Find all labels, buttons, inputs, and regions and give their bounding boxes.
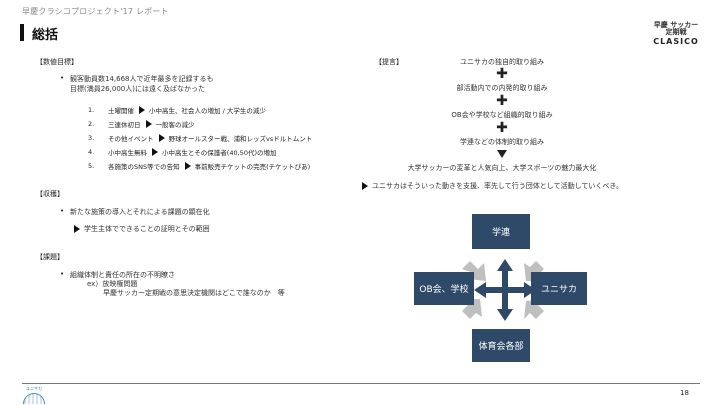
footer-logo-text: ユニサカ: [26, 386, 42, 391]
plus-icon: ✚: [496, 120, 508, 136]
list-item: 1. 土曜開催 小中高生、社会人の増加 / 大学生の減少: [88, 103, 312, 117]
section-heading-proposal: 【提言】: [375, 58, 403, 66]
list-item-result: 事前販売チケットの完売(チケットぴあ): [194, 163, 311, 171]
arrow-right-icon: [362, 182, 368, 190]
node-gakuren: 学連: [472, 214, 530, 249]
unisaka-logo: ユニサカ: [22, 386, 46, 404]
node-club-teams: 体育会各部: [472, 329, 530, 362]
arrow-right-icon: [74, 225, 80, 233]
list-item-result: 一般客の減少: [155, 121, 195, 129]
arrow-right-icon: [158, 134, 165, 142]
bullet-dot: •: [60, 74, 65, 82]
issues-example: ex）放映権問題: [87, 280, 138, 288]
targets-bullet-line1: 観客動員数14,668人で近年最多を記録するも: [70, 75, 214, 83]
section-heading-targets: 【数値目標】: [36, 58, 78, 66]
conclusion-text: ユニサカはそういった動きを支援、率先して行う団体として活動していくべき。: [372, 182, 624, 190]
list-item: 4. 小中高生無料 小中高生とその保護者(40,50代)の増加: [88, 145, 312, 159]
report-subtitle: 早慶クラシコプロジェクト'17 レポート: [22, 7, 169, 16]
flow-result: 大学サッカーの変革と人気向上、大学スポーツの魅力最大化: [407, 164, 597, 172]
relationship-arrows: [462, 259, 544, 321]
list-item-number: 3.: [88, 134, 95, 142]
list-item-result: 野球オールスター戦、浦和レッズvsドルトムント: [168, 135, 313, 143]
arrow-right-icon: [145, 120, 152, 128]
logo-top-text: 早慶 サッカー定期戦: [653, 21, 699, 36]
page-title: 総括: [32, 28, 59, 43]
section-heading-gains: 【収穫】: [36, 190, 64, 198]
node-unisaka: ユニサカ: [531, 272, 587, 305]
issues-bullet-text: 組織体制と責任の所在の不明瞭さ: [70, 271, 175, 279]
bullet-dot: •: [60, 207, 65, 215]
title-accent-bar: [20, 24, 24, 41]
flow-step-3: OB会や学校など組織的取り組み: [451, 111, 553, 119]
list-item: 3. その他イベント 野球オールスター戦、浦和レッズvsドルトムント: [88, 131, 312, 145]
list-item-factor: 土曜開催: [108, 107, 134, 115]
targets-bullet-line2: 目標(満員26,000人)には遠く及ばなかった: [70, 85, 205, 93]
list-item-number: 4.: [88, 148, 95, 156]
cross-arrow-icon: [474, 259, 536, 321]
conclusion: ユニサカはそういった動きを支援、率先して行う団体として活動していくべき。: [362, 181, 623, 191]
list-item: 2. 三連休初日 一般客の減少: [88, 117, 312, 131]
arrow-right-icon: [139, 106, 145, 114]
gains-bullet-text: 新たな施策の導入とそれによる課題の顕在化: [70, 208, 210, 216]
arrow-down-icon: [497, 150, 507, 158]
list-item-result: 小中高生、社会人の増加 / 大学生の減少: [149, 107, 266, 115]
node-ob-school: OB会、学校: [414, 272, 474, 305]
list-item: 5. 各施策のSNS等での告知 事前販売チケットの完売(チケットぴあ): [88, 159, 312, 173]
list-item-number: 2.: [88, 120, 95, 128]
arrow-right-icon: [152, 148, 158, 156]
gains-bullet: • 新たな施策の導入とそれによる課題の顕在化: [60, 207, 210, 217]
issues-bullet: • 組織体制と責任の所在の不明瞭さ: [60, 270, 175, 280]
flow-step-4: 学連などの体制的取り組み: [460, 138, 544, 146]
clasico-logo: 早慶 サッカー定期戦 CLASICO: [653, 22, 699, 46]
arrow-right-icon: [184, 162, 191, 170]
logo-main-text: CLASICO: [653, 37, 699, 46]
footer-logo-mark: [23, 393, 45, 404]
list-item-factor: 小中高生無料: [108, 149, 147, 157]
diagonal-arrow-icon: [462, 261, 486, 281]
issues-example-detail: 早慶サッカー定期戦の意思決定機関はどこで誰なのか 等: [103, 289, 285, 297]
list-item-result: 小中高生とその保護者(40,50代)の増加: [162, 149, 277, 157]
list-item-factor: その他イベント: [108, 135, 154, 143]
list-item-number: 1.: [88, 106, 95, 114]
section-heading-issues: 【課題】: [36, 253, 64, 261]
gains-sub: 学生主体でできることの証明とその範囲: [74, 224, 210, 234]
gains-sub-text: 学生主体でできることの証明とその範囲: [84, 225, 210, 233]
bullet-dot: •: [60, 270, 65, 278]
targets-bullet: • 観客動員数14,668人で近年最多を記録するも 目標(満員26,000人)に…: [60, 74, 214, 94]
targets-numbered-list: 1. 土曜開催 小中高生、社会人の増加 / 大学生の減少 2. 三連休初日 一般…: [88, 103, 312, 173]
plus-icon: ✚: [496, 93, 508, 109]
list-item-number: 5.: [88, 162, 95, 170]
list-item-factor: 各施策のSNS等での告知: [108, 163, 180, 171]
page-number: 18: [680, 389, 689, 397]
flow-step-2: 部活動内での内発的取り組み: [456, 84, 548, 92]
flow-step-1: ユニサカの独自的取り組み: [460, 58, 544, 66]
footer-divider: [22, 383, 700, 384]
list-item-factor: 三連休初日: [108, 121, 141, 129]
plus-icon: ✚: [496, 66, 508, 82]
